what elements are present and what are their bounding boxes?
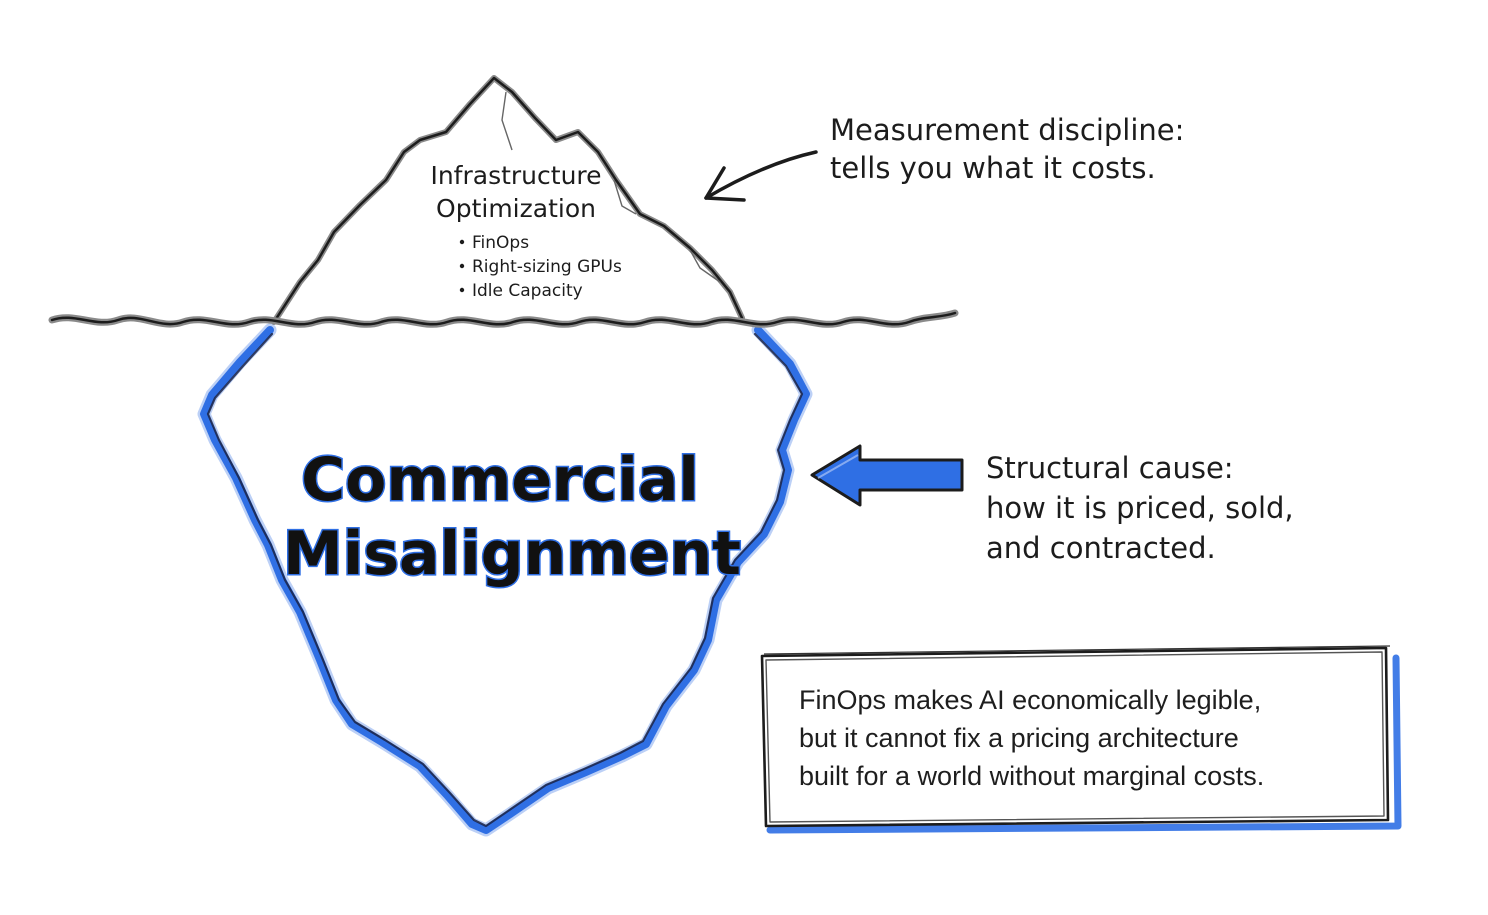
callout-line: but it cannot fix a pricing architecture bbox=[799, 723, 1239, 753]
base-title-line: Commercial bbox=[301, 445, 699, 515]
waterline bbox=[48, 309, 959, 328]
callout-line: built for a world without marginal costs… bbox=[799, 761, 1265, 791]
annotation-line: how it is priced, sold, bbox=[986, 491, 1294, 525]
tip-bullet: Right-sizing GPUs bbox=[472, 257, 622, 277]
annotation-line: tells you what it costs. bbox=[830, 151, 1156, 185]
callout-frame bbox=[760, 645, 1402, 834]
bullet-dot bbox=[459, 263, 465, 269]
structural-annotation: Structural cause: how it is priced, sold… bbox=[986, 451, 1294, 565]
iceberg-tip bbox=[271, 75, 745, 325]
tip-title-line: Optimization bbox=[436, 194, 596, 223]
callout-box: FinOps makes AI economically legible, bu… bbox=[765, 653, 1383, 819]
annotation-line: Structural cause: bbox=[986, 451, 1234, 485]
base-title-line: Misalignment bbox=[283, 519, 741, 589]
base-label: Commercial Misalignment bbox=[282, 444, 743, 591]
annotation-line: and contracted. bbox=[986, 531, 1216, 565]
tip-bullets: FinOps Right-sizing GPUs Idle Capacity bbox=[459, 233, 622, 301]
bullet-dot bbox=[459, 239, 465, 245]
iceberg-underwater bbox=[197, 323, 813, 837]
block-arrow-left-icon bbox=[810, 444, 964, 507]
tip-bullet: Idle Capacity bbox=[472, 281, 583, 301]
tip-label: Infrastructure Optimization FinOps Right… bbox=[430, 161, 622, 301]
tip-bullet: FinOps bbox=[472, 233, 529, 253]
measurement-annotation: Measurement discipline: tells you what i… bbox=[830, 113, 1184, 185]
bullet-dot bbox=[459, 287, 465, 293]
callout-line: FinOps makes AI economically legible, bbox=[799, 685, 1262, 715]
arrow-left-icon bbox=[704, 150, 818, 202]
tip-title-line: Infrastructure bbox=[430, 161, 601, 190]
annotation-line: Measurement discipline: bbox=[830, 113, 1184, 147]
